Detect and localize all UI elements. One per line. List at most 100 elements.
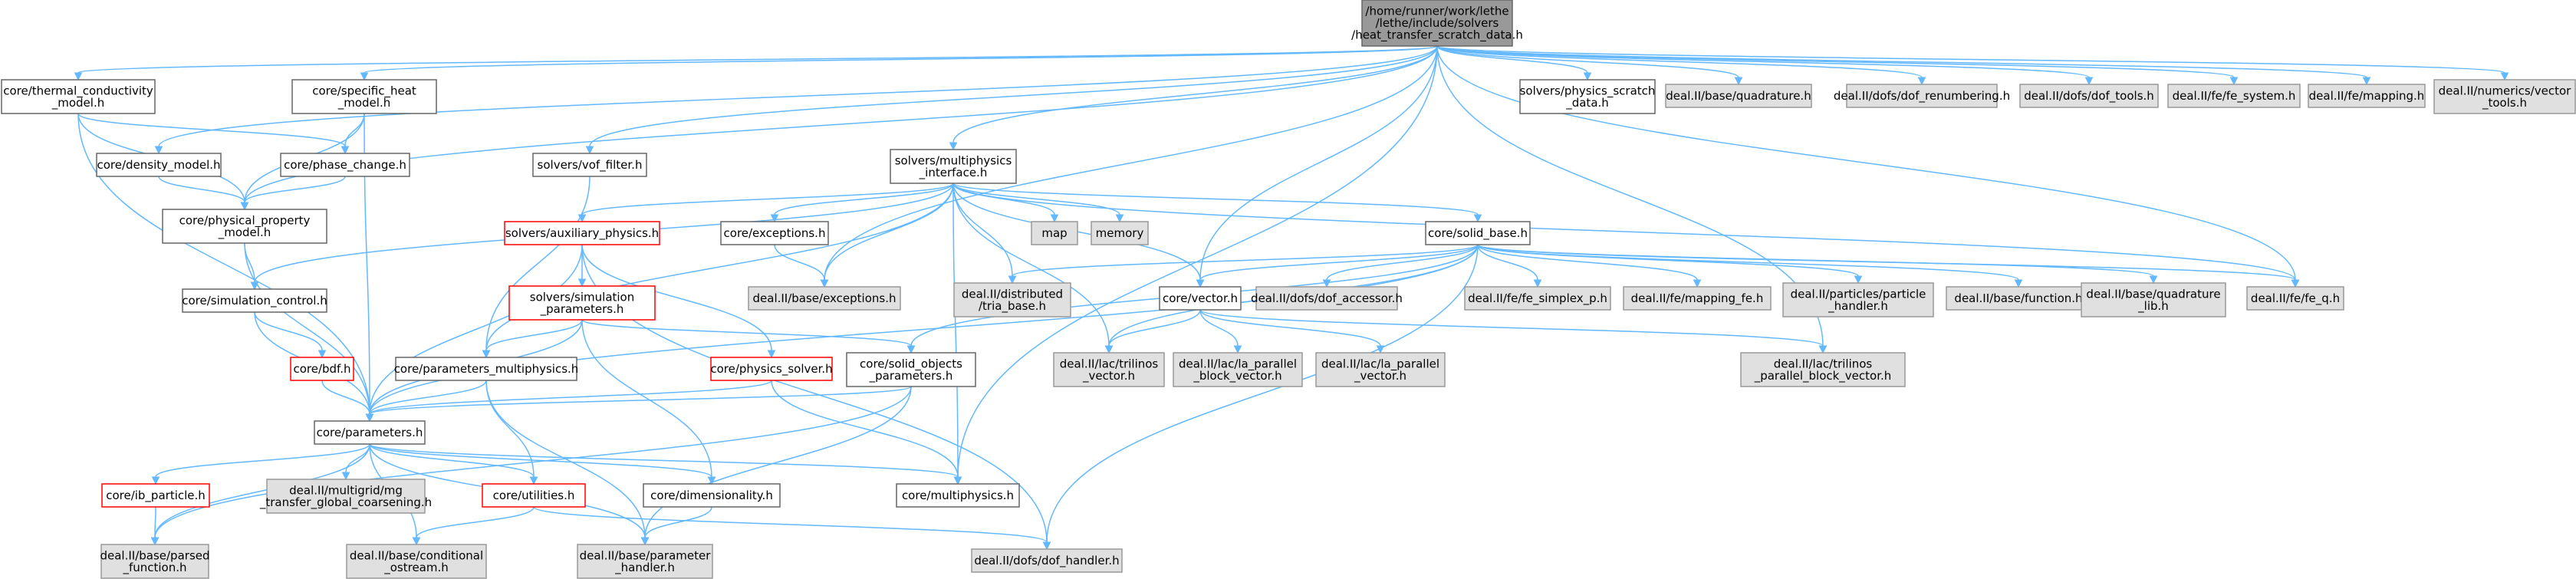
node-box[interactable] <box>846 352 976 387</box>
node-utilities[interactable]: core/utilities.h <box>482 483 586 508</box>
node-box[interactable] <box>162 209 327 244</box>
node-label-line: core/phase_change.h <box>284 158 406 173</box>
node-box[interactable] <box>532 153 647 177</box>
node-simparams[interactable]: solvers/simulation_parameters.h <box>508 285 656 321</box>
node-params[interactable]: core/parameters.h <box>314 420 426 445</box>
node-physscratch[interactable]: solvers/physics_scratch_data.h <box>1519 79 1656 114</box>
node-box[interactable] <box>96 153 222 177</box>
edge-arrowhead <box>154 146 163 155</box>
node-box[interactable] <box>1 79 156 114</box>
edge-line <box>952 45 1438 143</box>
edge-line <box>581 183 954 215</box>
node-exceptions[interactable]: core/exceptions.h <box>720 221 829 245</box>
node-solidbase[interactable]: core/solid_base.h <box>1425 221 1531 245</box>
edge-line <box>1199 244 1479 281</box>
edge-root-to-quadrature <box>1436 45 1743 86</box>
node-box[interactable] <box>314 420 426 445</box>
node-box[interactable] <box>101 483 210 508</box>
edge-line <box>952 183 1120 215</box>
edge-root-to-vof <box>585 45 1438 155</box>
edge-arrowhead <box>412 537 421 546</box>
node-box[interactable] <box>643 483 781 508</box>
edge-root-to-doftools <box>1436 45 2094 86</box>
edge-simparams-to-parammulti <box>482 319 583 359</box>
edge-arrowhead <box>2229 77 2239 86</box>
node-label-line: deal.II/fe/fe_q.h <box>2251 291 2340 306</box>
edge-multiiface-to-memory <box>952 183 1124 223</box>
edge-root-to-specific <box>360 45 1438 81</box>
node-label-line: deal.II/base/conditional <box>350 548 483 562</box>
edge-arrowhead <box>577 278 587 288</box>
node-thermal[interactable]: core/thermal_conductivity_model.h <box>1 79 156 114</box>
node-box[interactable] <box>182 288 327 313</box>
edge-line <box>244 242 370 415</box>
edge-params-to-mgtransfer <box>341 443 370 481</box>
node-density[interactable]: core/density_model.h <box>96 153 222 177</box>
node-box[interactable] <box>290 357 354 381</box>
node-box[interactable] <box>395 357 577 381</box>
node-box[interactable] <box>482 483 586 508</box>
edge-line <box>154 506 156 538</box>
node-box[interactable] <box>720 221 829 245</box>
edge-arrowhead <box>1115 214 1124 223</box>
node-bdf[interactable]: core/bdf.h <box>290 357 354 381</box>
node-box[interactable] <box>1519 79 1656 114</box>
node-solidobj[interactable]: core/solid_objects_parameters.h <box>846 352 976 387</box>
edge-line <box>1436 45 2367 78</box>
node-box[interactable] <box>1425 221 1531 245</box>
node-dofaccessor: deal.II/dofs/dof_accessor.h <box>1251 286 1403 311</box>
edge-line <box>589 45 1438 147</box>
node-label-line: deal.II/fe/mapping.h <box>2309 89 2425 103</box>
node-box[interactable] <box>504 221 660 245</box>
node-physsolver[interactable]: core/physics_solver.h <box>710 357 833 381</box>
edge-corevector-to-lapvec <box>1199 309 1385 354</box>
node-box[interactable] <box>710 357 833 381</box>
edge-solidbase-to-triabase <box>1008 244 1479 285</box>
node-box[interactable] <box>291 79 437 114</box>
edge-line <box>952 183 2296 281</box>
node-multiiface[interactable]: solvers/multiphysics_interface.h <box>890 149 1017 184</box>
node-box[interactable] <box>890 149 1017 184</box>
node-label-line: deal.II/multigrid/mg <box>289 483 403 497</box>
node-corevector[interactable]: core/vector.h <box>1159 286 1242 311</box>
node-label-line: _parallel_block_vector.h <box>1754 369 1892 383</box>
edge-solidbase-to-fesimplex <box>1477 244 1542 288</box>
node-label-line: deal.II/base/parameter <box>580 548 712 562</box>
node-label-line: _interface.h <box>919 166 988 180</box>
node-label-line: _handler.h <box>1828 299 1888 314</box>
node-label-line: deal.II/dofs/dof_accessor.h <box>1251 291 1403 306</box>
edge-arrowhead <box>1233 345 1242 354</box>
node-label-line: deal.II/base/function.h <box>1954 291 2082 305</box>
node-box[interactable] <box>1159 286 1242 311</box>
node-label-line: _lib.h <box>2137 299 2169 314</box>
node-ibparticle[interactable]: core/ib_particle.h <box>101 483 210 508</box>
node-box[interactable] <box>896 483 1020 508</box>
node-label-line: core/simulation_control.h <box>182 294 327 308</box>
edge-arrowhead <box>1693 279 1702 288</box>
edge-arrowhead <box>250 281 259 291</box>
edge-root-to-physscratch <box>1436 45 1592 81</box>
node-label-line: deal.II/lac/la_parallel <box>1321 357 1439 371</box>
node-simcontrol[interactable]: core/simulation_control.h <box>182 288 327 313</box>
node-label-line: _parameters.h <box>540 302 624 317</box>
node-box[interactable] <box>280 153 410 177</box>
node-specific[interactable]: core/specific_heat_model.h <box>291 79 437 114</box>
node-phase[interactable]: core/phase_change.h <box>280 153 410 177</box>
node-multiphysics[interactable]: core/multiphysics.h <box>896 483 1020 508</box>
node-vof[interactable]: solvers/vof_filter.h <box>532 153 647 177</box>
node-label-line: core/exceptions.h <box>724 226 826 240</box>
node-box[interactable] <box>508 285 656 321</box>
node-label-line: _handler.h <box>614 561 675 575</box>
node-label-line: deal.II/base/parsed <box>100 548 209 562</box>
node-physprop[interactable]: core/physical_property_model.h <box>162 209 327 244</box>
node-parammulti[interactable]: core/parameters_multiphysics.h <box>394 357 579 381</box>
node-auxphys[interactable]: solvers/auxiliary_physics.h <box>504 221 660 245</box>
edge-arrowhead <box>820 279 829 288</box>
node-root: /home/runner/work/lethe/lethe/include/so… <box>1351 0 1523 47</box>
node-box <box>2433 79 2576 114</box>
node-label-line: deal.II/distributed <box>962 287 1063 301</box>
node-box <box>2167 84 2301 108</box>
edge-arrowhead <box>341 472 350 481</box>
node-dimensionality[interactable]: core/dimensionality.h <box>643 483 781 508</box>
